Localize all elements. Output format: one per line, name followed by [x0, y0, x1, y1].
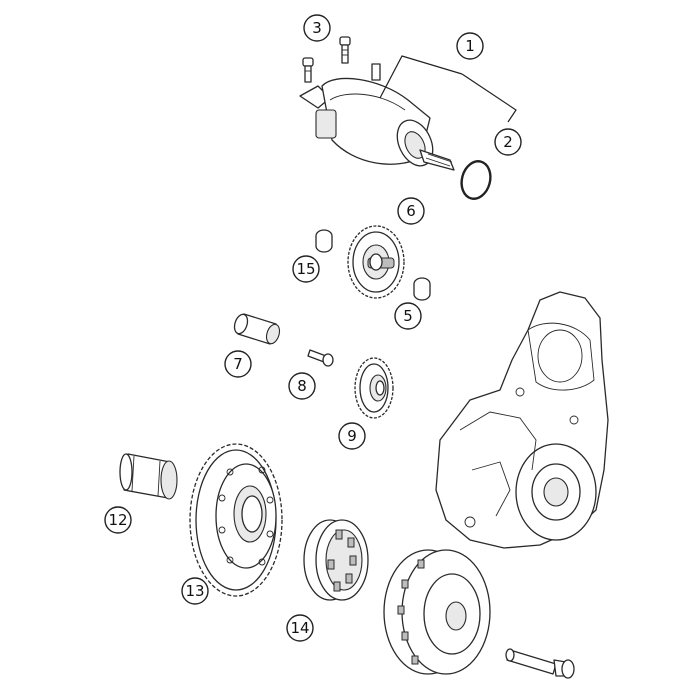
- freewheel-part-14: [303, 519, 369, 601]
- svg-text:13: 13: [185, 582, 204, 600]
- callout-9: 9: [338, 422, 366, 450]
- callout-15: 15: [292, 255, 320, 283]
- callout-8: 8: [288, 372, 316, 400]
- callout-3: 3: [303, 14, 331, 42]
- svg-text:1: 1: [465, 37, 475, 55]
- shaft-sleeve-part-7: [233, 313, 281, 345]
- svg-text:2: 2: [503, 133, 513, 151]
- callout-5: 5: [394, 302, 422, 330]
- callout-2: 2: [494, 128, 522, 156]
- svg-text:7: 7: [233, 355, 243, 373]
- callout-7: 7: [224, 350, 252, 378]
- svg-text:3: 3: [312, 19, 322, 37]
- o-ring-part-2: [460, 160, 492, 200]
- bolt-part-3b: [302, 57, 314, 83]
- needle-bearing-part-12: [119, 453, 178, 500]
- bushing-part-5: [413, 277, 431, 301]
- rotor-bolt: [505, 648, 575, 679]
- svg-text:8: 8: [297, 377, 307, 395]
- engine-case: [435, 291, 609, 549]
- rotor-flywheel: [383, 549, 491, 675]
- callout-6: 6: [397, 197, 425, 225]
- svg-text:12: 12: [108, 511, 127, 529]
- callout-13: 13: [181, 577, 209, 605]
- svg-text:5: 5: [403, 307, 413, 325]
- leader-line-2: [461, 73, 517, 123]
- bolt-part-3a: [339, 36, 351, 64]
- svg-text:15: 15: [296, 260, 315, 278]
- small-gear-part-9: [354, 357, 394, 419]
- bolt-part-8: [307, 349, 334, 367]
- svg-text:6: 6: [406, 202, 416, 220]
- starter-gear-part-13: [189, 443, 283, 597]
- callout-14: 14: [286, 614, 314, 642]
- svg-text:14: 14: [290, 619, 309, 637]
- bushing-part-15: [315, 229, 333, 253]
- leader-line-1: [379, 55, 463, 99]
- starter-motor-part-1: [299, 63, 455, 171]
- callout-12: 12: [104, 506, 132, 534]
- callout-1: 1: [456, 32, 484, 60]
- intermediate-gear-part-6: [347, 225, 405, 299]
- svg-text:9: 9: [347, 427, 357, 445]
